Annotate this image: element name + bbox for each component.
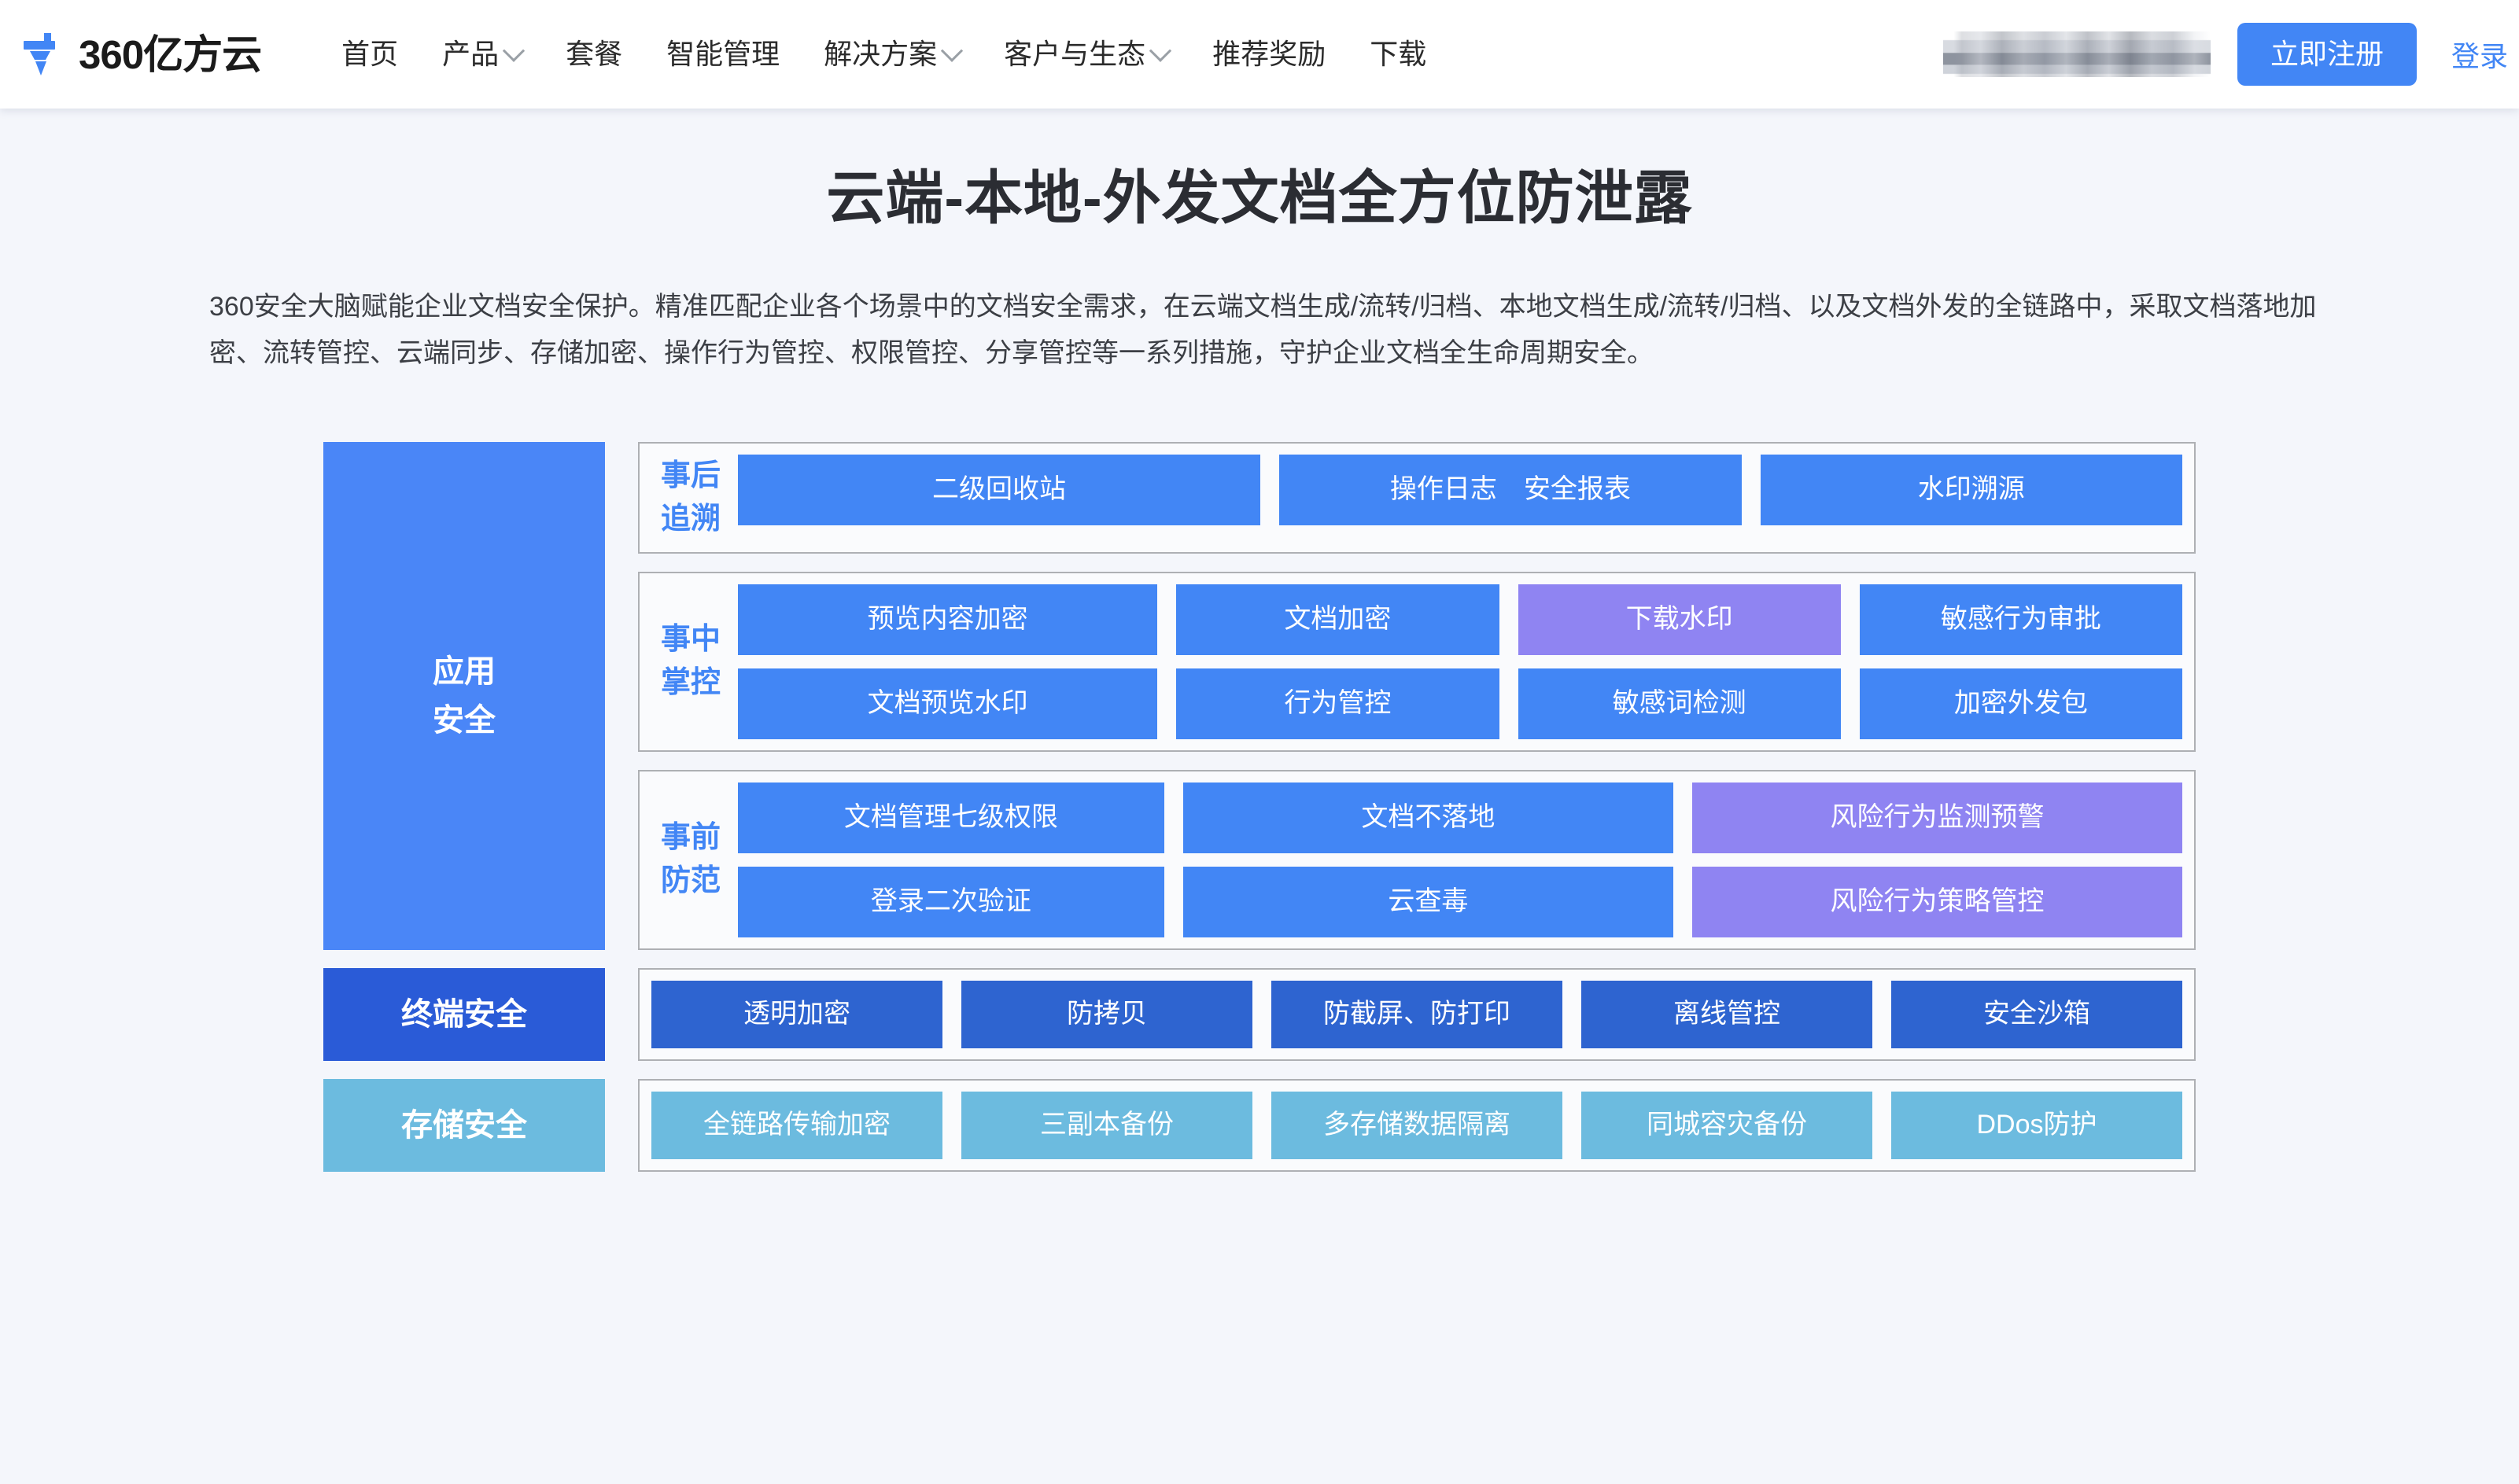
nav-item-products[interactable]: 产品 (420, 40, 544, 68)
feature-tile[interactable]: 安全沙箱 (1891, 980, 2182, 1048)
feature-tile[interactable]: 文档管理七级权限 (738, 782, 1164, 853)
feature-tile[interactable]: 防拷贝 (961, 980, 1252, 1048)
feature-tile[interactable]: 二级回收站 (738, 454, 1261, 525)
diagram-row-label: 终端安全 (323, 967, 605, 1061)
nav-item-solutions[interactable]: 解决方案 (802, 40, 982, 68)
nav-label: 产品 (442, 38, 500, 70)
site-header: 360亿方云 首页 产品 套餐 智能管理 解决方案 客户与生态 推荐奖励 下载 (0, 0, 2519, 109)
diagram-panel: 事中 掌控预览内容加密文档加密下载水印敏感行为审批文档预览水印行为管控敏感词检测… (638, 571, 2196, 752)
security-architecture-diagram: 应用 安全事后 追溯二级回收站操作日志 安全报表水印溯源事中 掌控预览内容加密文… (323, 441, 2196, 1172)
diagram-row: 存储安全全链路传输加密三副本备份多存储数据隔离同城容灾备份 DDos防护 (323, 1078, 2196, 1172)
tile-row: 预览内容加密文档加密下载水印敏感行为审批 (738, 584, 2182, 655)
chevron-down-icon (502, 39, 526, 62)
panel-tile-grid: 预览内容加密文档加密下载水印敏感行为审批文档预览水印行为管控敏感词检测加密外发包 (738, 584, 2182, 739)
nav-item-packages[interactable]: 套餐 (544, 40, 644, 68)
diagram-panel-stack: 全链路传输加密三副本备份多存储数据隔离同城容灾备份 DDos防护 (638, 1078, 2196, 1172)
feature-tile[interactable]: 行为管控 (1176, 668, 1499, 739)
feature-tile[interactable]: 文档预览水印 (738, 668, 1158, 739)
feature-tile[interactable]: 操作日志 安全报表 (1279, 454, 1742, 525)
header-actions: 立即注册 登录 (1942, 0, 2519, 109)
chevron-down-icon (941, 39, 964, 62)
tile-row: 文档预览水印行为管控敏感词检测加密外发包 (738, 668, 2182, 739)
panel-tile-grid: 全链路传输加密三副本备份多存储数据隔离同城容灾备份 DDos防护 (651, 1091, 2182, 1159)
nav-label: 解决方案 (824, 38, 938, 70)
nav-item-referral-rewards[interactable]: 推荐奖励 (1190, 40, 1348, 68)
panel-stage-label: 事后 追溯 (660, 458, 721, 536)
tile-row: 全链路传输加密三副本备份多存储数据隔离同城容灾备份 DDos防护 (651, 1091, 2182, 1159)
hero-section: 云端-本地-外发文档全方位防泄露 360安全大脑赋能企业文档安全保护。精准匹配企… (0, 109, 2519, 377)
feature-tile[interactable]: 防截屏、防打印 (1271, 980, 1562, 1048)
nib-logo-icon (17, 30, 66, 79)
tile-row: 二级回收站操作日志 安全报表水印溯源 (738, 454, 2182, 525)
chevron-down-icon (1149, 39, 1172, 62)
feature-tile[interactable]: 云查毒 (1182, 866, 1673, 937)
diagram-panel: 全链路传输加密三副本备份多存储数据隔离同城容灾备份 DDos防护 (638, 1078, 2196, 1172)
nav-label: 客户与生态 (1004, 38, 1146, 70)
feature-tile[interactable]: 水印溯源 (1760, 454, 2182, 525)
feature-tile[interactable]: 敏感行为审批 (1859, 584, 2182, 655)
logo-text: 360亿方云 (79, 31, 262, 77)
main-nav: 首页 产品 套餐 智能管理 解决方案 客户与生态 推荐奖励 下载 (319, 40, 1448, 68)
nav-label: 下载 (1370, 38, 1427, 70)
tile-row: 文档管理七级权限文档不落地风险行为监测预警 (738, 782, 2182, 853)
feature-tile[interactable]: 预览内容加密 (738, 584, 1158, 655)
nav-label: 推荐奖励 (1212, 38, 1326, 70)
diagram-row-label: 存储安全 (323, 1078, 605, 1172)
diagram-row: 应用 安全事后 追溯二级回收站操作日志 安全报表水印溯源事中 掌控预览内容加密文… (323, 441, 2196, 950)
login-link[interactable]: 登录 (2451, 40, 2509, 72)
diagram-panel: 事后 追溯二级回收站操作日志 安全报表水印溯源 (638, 441, 2196, 554)
feature-tile[interactable]: 加密外发包 (1859, 668, 2182, 739)
page-title: 云端-本地-外发文档全方位防泄露 (826, 165, 1693, 230)
nav-item-customers-ecosystem[interactable]: 客户与生态 (982, 40, 1190, 68)
feature-tile[interactable]: 文档不落地 (1182, 782, 1673, 853)
nav-label: 套餐 (566, 38, 623, 70)
feature-tile[interactable]: 全链路传输加密 (651, 1091, 942, 1159)
redacted-user-info (1942, 31, 2211, 77)
feature-tile[interactable]: 敏感词检测 (1518, 668, 1841, 739)
nav-item-download[interactable]: 下载 (1348, 40, 1448, 68)
feature-tile[interactable]: DDos防护 (1891, 1091, 2182, 1159)
page-description: 360安全大脑赋能企业文档安全保护。精准匹配企业各个场景中的文档安全需求，在云端… (209, 291, 2317, 369)
diagram-row-label: 应用 安全 (323, 441, 605, 950)
feature-tile[interactable]: 风险行为监测预警 (1691, 782, 2182, 853)
diagram-row: 终端安全透明加密防拷贝防截屏、防打印离线管控安全沙箱 (323, 967, 2196, 1061)
panel-tile-grid: 文档管理七级权限文档不落地风险行为监测预警登录二次验证云查毒风险行为策略管控 (738, 782, 2182, 937)
feature-tile[interactable]: 多存储数据隔离 (1271, 1091, 1562, 1159)
feature-tile[interactable]: 三副本备份 (961, 1091, 1252, 1159)
diagram-panel: 透明加密防拷贝防截屏、防打印离线管控安全沙箱 (638, 967, 2196, 1061)
nav-label: 智能管理 (666, 38, 780, 70)
panel-stage-label: 事中 掌控 (660, 623, 721, 700)
tile-row: 登录二次验证云查毒风险行为策略管控 (738, 866, 2182, 937)
register-button[interactable]: 立即注册 (2237, 23, 2417, 86)
feature-tile[interactable]: 下载水印 (1518, 584, 1841, 655)
panel-stage-label: 事前 防范 (660, 821, 721, 898)
feature-tile[interactable]: 文档加密 (1176, 584, 1499, 655)
diagram-panel: 事前 防范文档管理七级权限文档不落地风险行为监测预警登录二次验证云查毒风险行为策… (638, 769, 2196, 950)
feature-tile[interactable]: 离线管控 (1581, 980, 1872, 1048)
panel-tile-grid: 二级回收站操作日志 安全报表水印溯源 (738, 454, 2182, 541)
feature-tile[interactable]: 登录二次验证 (738, 866, 1164, 937)
logo[interactable]: 360亿方云 (17, 30, 262, 79)
tile-row: 透明加密防拷贝防截屏、防打印离线管控安全沙箱 (651, 980, 2182, 1048)
panel-tile-grid: 透明加密防拷贝防截屏、防打印离线管控安全沙箱 (651, 980, 2182, 1048)
feature-tile[interactable]: 风险行为策略管控 (1691, 866, 2182, 937)
nav-item-smart-management[interactable]: 智能管理 (644, 40, 802, 68)
nav-item-home[interactable]: 首页 (319, 40, 420, 68)
diagram-panel-stack: 透明加密防拷贝防截屏、防打印离线管控安全沙箱 (638, 967, 2196, 1061)
nav-label: 首页 (341, 38, 399, 70)
feature-tile[interactable]: 透明加密 (651, 980, 942, 1048)
feature-tile[interactable]: 同城容灾备份 (1581, 1091, 1872, 1159)
diagram-panel-stack: 事后 追溯二级回收站操作日志 安全报表水印溯源事中 掌控预览内容加密文档加密下载… (638, 441, 2196, 950)
